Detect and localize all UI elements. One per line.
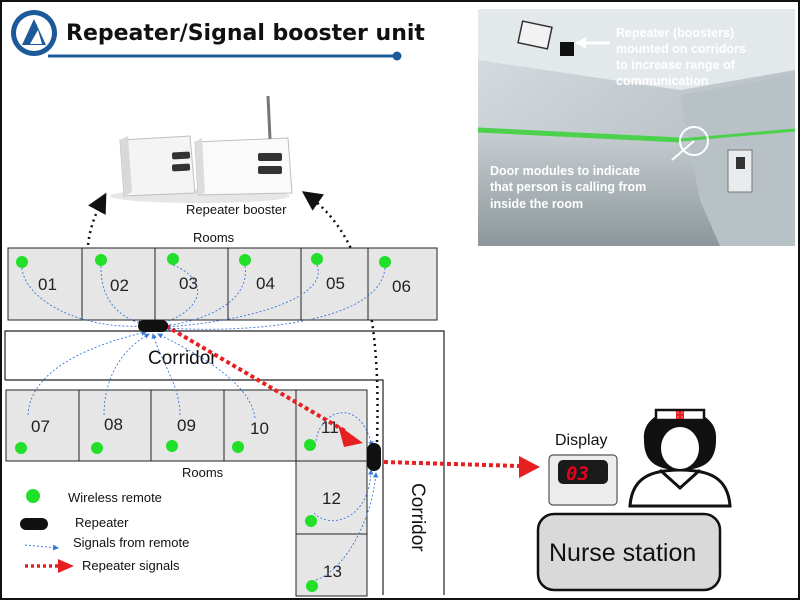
logo-icon	[11, 10, 57, 56]
signals-from-remote	[21, 264, 386, 419]
header: Repeater/Signal booster unit	[11, 10, 425, 61]
wireless-remote-10	[232, 441, 244, 453]
wireless-remote-07	[15, 442, 27, 454]
repeater-corridor-1	[138, 320, 168, 332]
room-13-label: 13	[323, 562, 342, 581]
photo-corridor: Repeater (boosters) mounted on corridors…	[477, 9, 796, 246]
legend-repeater-signal-arrowhead	[58, 559, 74, 573]
photo-door-line-3: inside the room	[490, 197, 583, 211]
room-10-label: 10	[250, 419, 269, 438]
wireless-remote-03	[167, 253, 179, 265]
room-07-label: 07	[31, 417, 50, 436]
legend-repeater-marker	[20, 518, 48, 530]
corridor-outline-outer	[4, 330, 445, 595]
legend-wireless-remote: Wireless remote	[68, 490, 162, 505]
rooms-bottom-label: Rooms	[182, 465, 224, 480]
display-label: Display	[555, 432, 607, 449]
photo-repeater-line-3: to increase range of	[616, 58, 736, 72]
photo-repeater-line-4: communication	[616, 74, 708, 88]
wireless-remote-06	[379, 256, 391, 268]
repeater-device-icon	[110, 95, 293, 203]
room-01-label: 01	[38, 275, 57, 294]
room-04-label: 04	[256, 274, 275, 293]
room-08-label: 08	[104, 415, 123, 434]
display-value: 03	[566, 463, 589, 485]
legend-remote-marker	[26, 489, 40, 503]
repeater-signal-arrowhead	[338, 425, 363, 447]
legend-repeater: Repeater	[75, 515, 129, 530]
photo-repeater-line-2: mounted on corridors	[616, 42, 746, 56]
room-03-label: 03	[179, 274, 198, 293]
wireless-remote-13	[306, 580, 318, 592]
room-09-label: 09	[177, 416, 196, 435]
photo-door-line-2: that person is calling from	[490, 180, 646, 194]
wireless-remote-01	[16, 256, 28, 268]
wireless-remote-11	[304, 439, 316, 451]
display-screen	[558, 460, 608, 484]
room-02-label: 02	[110, 276, 129, 295]
nurse-icon	[628, 408, 732, 508]
wireless-remote-05	[311, 253, 323, 265]
nurse-station-box	[536, 512, 722, 592]
repeater-corridor-2	[367, 443, 381, 471]
photo-repeater-line-1: Repeater (boosters)	[616, 26, 734, 40]
nurse-station-label: Nurse station	[549, 539, 696, 567]
room-05-label: 05	[326, 274, 345, 293]
wireless-remote-04	[239, 254, 251, 266]
room-09	[150, 389, 225, 462]
title-underline-dot	[392, 51, 402, 61]
legend-repeater-signals: Repeater signals	[82, 558, 180, 573]
corridor-horizontal-label: Corridor	[148, 348, 217, 369]
signals-from-remote-2	[313, 412, 379, 581]
legend: Wireless remote Repeater Signals from re…	[20, 489, 189, 573]
room-11-label: 11	[321, 418, 339, 437]
room-12-label: 12	[322, 489, 341, 508]
corridor-outline-inner	[5, 379, 384, 595]
wireless-remote-08	[91, 442, 103, 454]
legend-signal-marker	[24, 544, 59, 551]
wireless-remote-02	[95, 254, 107, 266]
legend-signals-from-remote: Signals from remote	[73, 535, 189, 550]
repeater-signal-to-station-arrowhead	[519, 456, 540, 478]
corridor-vertical-label: Corridor	[407, 483, 428, 552]
photo-door-line-1: Door modules to indicate	[490, 164, 640, 178]
room-02	[81, 247, 156, 321]
device-label: Repeater booster	[186, 202, 287, 217]
repeater-signal-to-station	[383, 460, 521, 468]
wireless-remote-12	[305, 515, 317, 527]
room-06-label: 06	[392, 277, 411, 296]
rooms-top-label: Rooms	[193, 230, 235, 245]
wireless-remote-09	[166, 440, 178, 452]
page-title: Repeater/Signal booster unit	[66, 21, 425, 46]
